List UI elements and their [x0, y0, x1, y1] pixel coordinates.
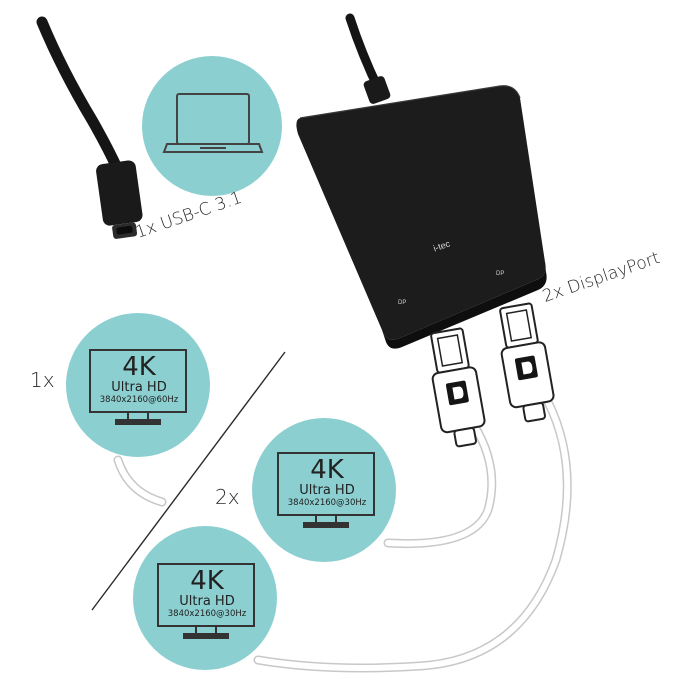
monitor-2-spec: 3840x2160@30Hz [287, 498, 367, 508]
monitor-1-label: Ultra HD [111, 380, 167, 395]
port-label-a: DP [398, 300, 407, 306]
monitor-icon-1 [89, 349, 187, 425]
monitor-3-spec: 3840x2160@30Hz [167, 609, 247, 619]
dual-monitor-label: 2x [215, 485, 240, 509]
monitor-3-resolution: 4K [190, 566, 224, 596]
single-monitor-label: 1x [30, 368, 55, 392]
monitor-2-resolution: 4K [310, 455, 344, 485]
monitor-1-text: 4K Ultra HD 3840x2160@60Hz [92, 354, 186, 406]
laptop-icon [162, 93, 264, 153]
usb-c-plug [96, 160, 143, 239]
monitor-icon-2 [277, 452, 375, 528]
monitor-3-text: 4K Ultra HD 3840x2160@30Hz [160, 568, 254, 620]
displayport-plug-2 [499, 302, 555, 423]
laptop-circle [142, 56, 282, 196]
monitor-circle-3 [133, 526, 277, 670]
adapter-body [296, 85, 547, 349]
divider-line [91, 351, 286, 611]
port-label-b: DP [496, 271, 505, 277]
monitor-icon-3 [157, 563, 255, 639]
monitor-1-spec: 3840x2160@60Hz [99, 395, 179, 405]
strain-relief [363, 76, 391, 104]
monitor-3-label: Ultra HD [179, 594, 235, 609]
displayport-plug-1 [430, 327, 486, 448]
monitor-2-text: 4K Ultra HD 3840x2160@30Hz [280, 457, 374, 509]
usb-cable [36, 16, 124, 176]
monitor-2-label: Ultra HD [299, 483, 355, 498]
monitor-1-resolution: 4K [122, 352, 156, 382]
